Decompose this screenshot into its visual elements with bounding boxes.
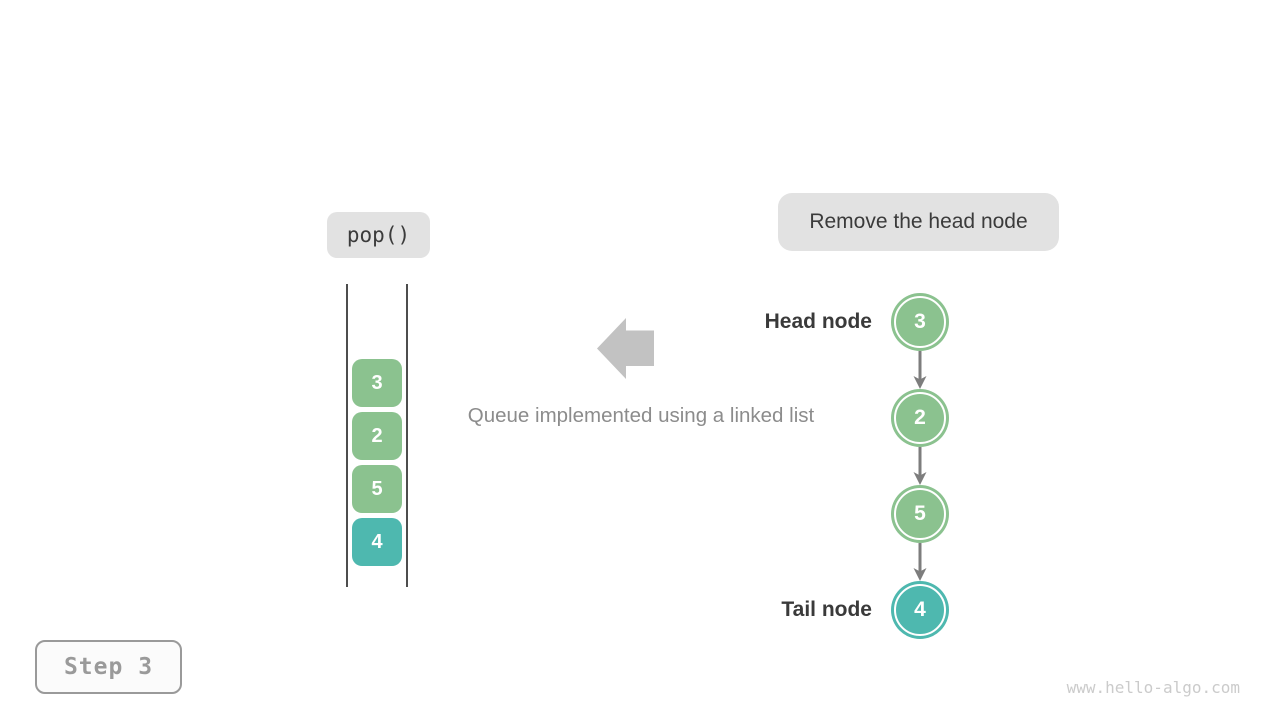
head-node-label: Head node bbox=[764, 310, 872, 333]
linked-list-node: 4 bbox=[894, 584, 946, 636]
watermark-url: www.hello-algo.com bbox=[1066, 678, 1240, 697]
callout-bubble: Remove the head node bbox=[778, 193, 1059, 251]
queue-item-value: 5 bbox=[371, 477, 383, 500]
linked-list-node: 2 bbox=[894, 392, 946, 444]
queue-item-value: 4 bbox=[371, 530, 383, 553]
diagram-caption: Queue implemented using a linked list bbox=[467, 404, 815, 427]
node-value: 4 bbox=[914, 598, 926, 621]
queue-item: 3 bbox=[352, 359, 402, 407]
link-arrow-icon bbox=[913, 543, 927, 581]
dequeue-left-arrow-icon bbox=[597, 318, 654, 379]
callout-label: Remove the head node bbox=[809, 210, 1028, 233]
link-arrow-icon bbox=[913, 447, 927, 485]
tail-node-label: Tail node bbox=[781, 598, 872, 621]
node-value: 2 bbox=[914, 406, 926, 429]
operation-label-bubble: pop() bbox=[327, 212, 430, 258]
node-value: 3 bbox=[914, 310, 926, 333]
queue-item: 4 bbox=[352, 518, 402, 566]
step-indicator: Step 3 bbox=[35, 640, 182, 694]
linked-list-node: 3 bbox=[894, 296, 946, 348]
queue-item: 2 bbox=[352, 412, 402, 460]
queue-item-value: 2 bbox=[371, 424, 383, 447]
step-label: Step 3 bbox=[63, 654, 154, 680]
queue-rail-left bbox=[346, 284, 348, 587]
queue-item-value: 3 bbox=[371, 371, 383, 394]
queue-item: 5 bbox=[352, 465, 402, 513]
linked-list-node: 5 bbox=[894, 488, 946, 540]
queue-rail-right bbox=[406, 284, 408, 587]
link-arrow-icon bbox=[913, 351, 927, 389]
operation-label: pop() bbox=[346, 223, 411, 247]
node-value: 5 bbox=[914, 502, 926, 525]
